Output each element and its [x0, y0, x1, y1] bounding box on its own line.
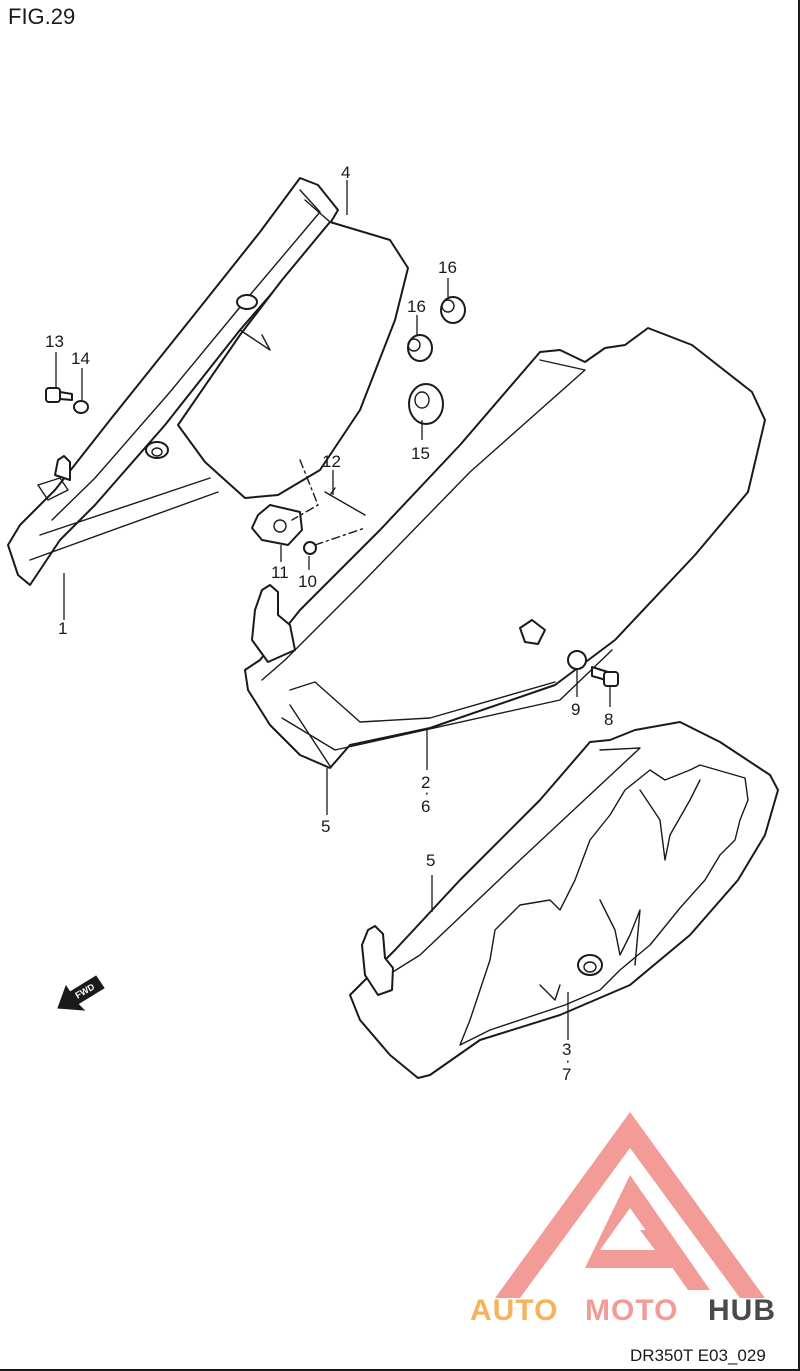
callout-11: 11: [271, 563, 289, 582]
callout-16-lower: 16: [407, 297, 426, 316]
nut-10: [303, 541, 317, 555]
grommet-16-lower: [407, 334, 433, 362]
callout-2: 2: [421, 773, 430, 792]
automotohub-logo: AUTO MOTO HUB: [470, 1112, 776, 1327]
logo-text-hub: HUB: [708, 1294, 776, 1327]
logo-text-auto: AUTO: [470, 1294, 558, 1327]
fwd-arrow-icon: FWD: [57, 975, 105, 1011]
callout-8: 8: [604, 710, 613, 729]
bolt-8: [591, 666, 619, 687]
pin-12: [324, 487, 366, 516]
leader-lines: [55, 180, 611, 1040]
washer-9: [567, 650, 587, 670]
callout-3: 3: [562, 1040, 571, 1059]
callout-2-dot: ·: [424, 783, 430, 802]
callout-15: 15: [411, 444, 430, 463]
callout-5-lower: 5: [426, 851, 435, 870]
callout-3-dot: ·: [565, 1051, 571, 1070]
side-cover-middle: [244, 327, 766, 769]
callout-6: 6: [421, 797, 430, 816]
figure-code: DR350T E03_029: [630, 1346, 766, 1365]
callout-14: 14: [71, 349, 90, 368]
logo-text-moto: MOTO: [585, 1294, 678, 1327]
callout-4: 4: [341, 163, 350, 182]
callout-labels: 4 16 16 15 13 14 12 11 10 1 9 8 2 · 6 5 …: [45, 163, 613, 1084]
grommet-15: [408, 383, 444, 425]
callout-9: 9: [571, 700, 580, 719]
frame-cover-upper: [7, 177, 409, 586]
callout-16-upper: 16: [438, 258, 457, 277]
callout-5-middle: 5: [321, 817, 330, 836]
bolt-13: [45, 387, 73, 403]
clip-11: [251, 504, 303, 546]
callout-10: 10: [298, 572, 317, 591]
callout-1: 1: [58, 619, 67, 638]
callout-13: 13: [45, 332, 64, 351]
grommet-16-upper: [440, 296, 466, 324]
side-cover-lower: [349, 721, 779, 1079]
callout-12: 12: [322, 452, 341, 471]
callout-7: 7: [562, 1065, 571, 1084]
washer-14: [73, 400, 89, 414]
figure-title: FIG.29: [8, 4, 75, 29]
